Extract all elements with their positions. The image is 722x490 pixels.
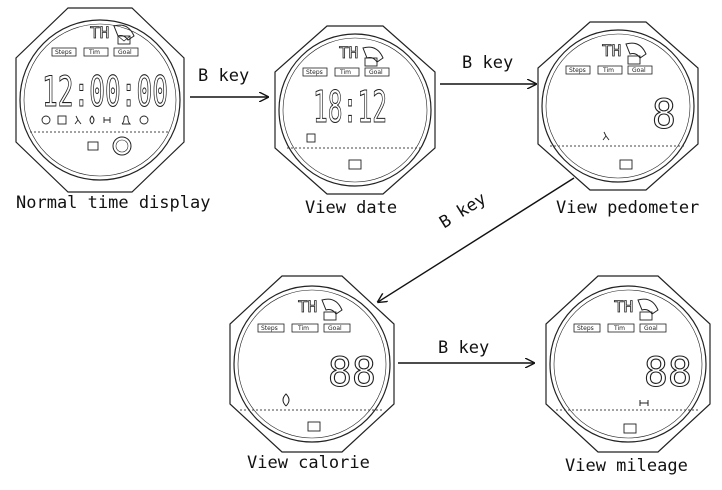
arrow-label-normal-to-date: B key [198,66,250,86]
tab-steps: Steps [261,325,278,332]
tab-bar: Steps Tim Goal [257,323,351,333]
signal-icon: TH [298,297,317,316]
watch-case [229,275,395,453]
tab-tim: Tim [613,325,625,332]
walker-icon [602,131,610,141]
watch-case [537,21,699,191]
phone-icon [113,24,135,41]
calorie-readout: 88 [328,350,376,396]
flame-icon [282,393,290,407]
camera-icon [623,423,637,434]
bell-icon [121,115,132,125]
tab-bar: Steps Tim Goal [565,65,653,75]
heart-icon [112,136,132,156]
signal-icon: TH [90,23,109,42]
caption-mileage: View mileage [565,456,688,476]
watch-calorie: TH Steps Tim Goal 88 [229,275,395,453]
alarm-icon [41,115,51,125]
watch-case [545,275,711,453]
arrow-pedometer-to-calorie [378,177,575,302]
tab-steps: Steps [306,69,323,76]
tab-goal: Goal [644,325,658,332]
watch-face [541,29,695,183]
date-readout: 18:12 [313,82,387,133]
tab-bar: Steps Tim Goal [51,47,139,57]
watch-face [233,285,391,443]
status-icon-row [41,115,149,125]
tab-tim: Tim [339,69,351,76]
mileage-icon [103,117,111,123]
steps-readout: 8 [652,92,676,138]
caption-calorie: View calorie [247,453,370,473]
tab-steps: Steps [55,49,72,56]
tab-steps: Steps [577,325,594,332]
phone-icon [362,46,384,63]
watch-pedometer: TH Steps Tim Goal 8 [537,21,699,191]
message-icon [364,57,378,67]
watch-face [19,19,181,181]
watch-case [15,7,185,193]
shirt-icon [57,115,67,125]
camera-icon [87,141,99,151]
camera-icon [619,159,633,170]
watch-mileage: TH Steps Tim Goal 88 [545,275,711,453]
watch-face [549,285,707,443]
message-icon [639,311,653,321]
tab-tim: Tim [602,67,614,74]
watch-date: TH Steps Tim Goal 18:12 [274,25,436,195]
camera-icon [348,159,362,170]
arrow-label-calorie-to-mileage: B key [438,338,490,358]
tab-goal: Goal [118,49,132,56]
stopwatch-icon [139,115,149,125]
caption-pedometer: View pedometer [556,198,700,218]
mileage-icon [639,400,649,406]
message-icon [117,35,131,45]
caption-normal: Normal time display [16,193,211,213]
message-icon [323,311,337,321]
signal-icon: TH [614,297,633,316]
arrow-label-date-to-pedometer: B key [462,53,514,73]
signal-icon: TH [602,41,621,60]
mileage-readout: 88 [644,350,692,396]
tab-bar: Steps Tim Goal [302,67,390,77]
message-icon [627,55,641,65]
tab-goal: Goal [632,67,646,74]
walker-icon [74,115,82,125]
signal-icon: TH [339,43,358,62]
tab-goal: Goal [369,69,383,76]
watch-case [274,25,436,195]
tab-bar: Steps Tim Goal [573,323,667,333]
caption-date: View date [305,198,398,218]
watch-face [278,33,432,187]
tab-goal: Goal [328,325,342,332]
tab-tim: Tim [297,325,309,332]
flame-icon [89,115,95,125]
tab-steps: Steps [569,67,586,74]
watch-normal: TH Steps Tim Goal 12:00:00 [15,7,185,193]
time-readout: 12:00:00 [42,67,168,116]
tab-tim: Tim [88,49,100,56]
camera-icon [307,421,321,432]
shirt-icon [306,133,316,143]
